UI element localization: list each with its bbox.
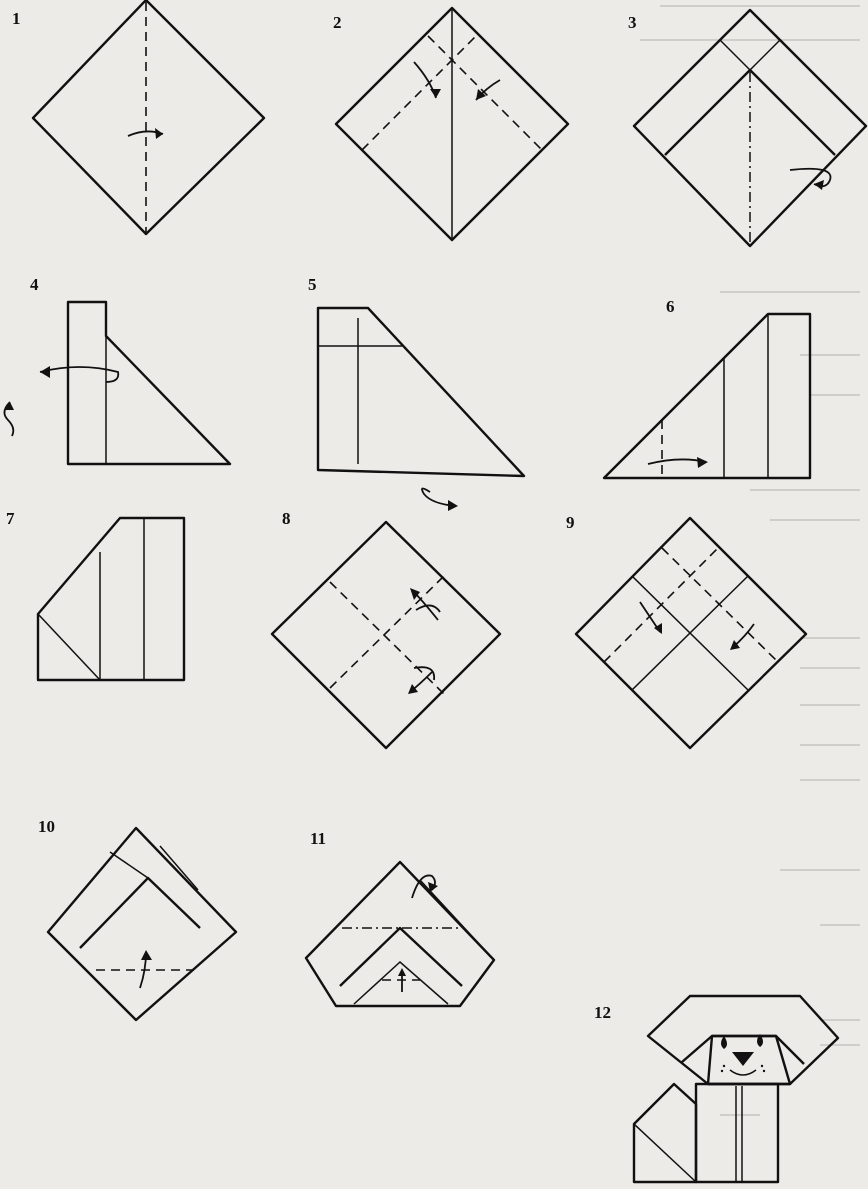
step-10-number: 10 bbox=[38, 817, 55, 836]
turn-over-arrow-icon bbox=[421, 487, 458, 511]
inner-flap-edges bbox=[339, 926, 463, 987]
step-9-number: 9 bbox=[566, 513, 575, 532]
paper-square bbox=[31, 0, 266, 236]
fold-arrow-left-icon bbox=[413, 61, 441, 99]
step-4-number: 4 bbox=[30, 275, 39, 294]
fold-arrow-icon bbox=[39, 366, 120, 383]
step-9: 9 bbox=[566, 513, 808, 750]
dog-nose-icon bbox=[732, 1052, 754, 1066]
paper-triangle-shape bbox=[66, 300, 232, 466]
flap-diagonal-right bbox=[419, 879, 495, 961]
paper-folded-square bbox=[46, 826, 238, 1022]
dog-body bbox=[694, 1082, 780, 1184]
step-4: 4 bbox=[3, 275, 232, 466]
step-8-number: 8 bbox=[282, 509, 291, 528]
fold-arrow-left-icon bbox=[639, 601, 662, 634]
fold-arrow-icon bbox=[139, 950, 152, 989]
dog-whisker-dots bbox=[720, 1064, 766, 1073]
corner-fold-line bbox=[37, 613, 101, 681]
step-6-number: 6 bbox=[666, 297, 675, 316]
turn-over-arrow-icon bbox=[789, 167, 832, 190]
valley-fold-line-right bbox=[661, 547, 779, 663]
rotate-icon bbox=[3, 401, 15, 437]
dog-tail bbox=[632, 1082, 698, 1184]
dog-mouth-icon bbox=[729, 1069, 757, 1076]
valley-fold-line-left bbox=[361, 35, 477, 151]
step-8: 8 bbox=[270, 509, 502, 750]
step-5: 5 bbox=[308, 275, 526, 511]
step-12: 12 bbox=[594, 994, 840, 1184]
dog-head bbox=[646, 994, 840, 1086]
flap-edges bbox=[79, 876, 201, 949]
paper-shape bbox=[304, 860, 496, 1008]
paper-trapezoid-shape bbox=[316, 306, 526, 478]
step-7: 7 bbox=[6, 509, 186, 682]
step-2-number: 2 bbox=[333, 13, 342, 32]
flap-line-left bbox=[109, 851, 149, 879]
step-6: 6 bbox=[602, 297, 812, 480]
valley-fold-line-right bbox=[427, 35, 543, 151]
paper-square bbox=[334, 6, 570, 242]
dog-figure bbox=[632, 994, 840, 1184]
step-3-number: 3 bbox=[628, 13, 637, 32]
paper-shape bbox=[602, 312, 812, 480]
flap-line-right bbox=[749, 39, 781, 71]
paper-shape bbox=[36, 516, 186, 682]
flap-line-right bbox=[159, 845, 199, 891]
fold-arrow-right-icon bbox=[730, 623, 755, 650]
inner-triangle bbox=[353, 960, 449, 1005]
fold-arrow-icon bbox=[647, 457, 708, 468]
fold-arrow-top-icon bbox=[410, 588, 441, 621]
dog-face bbox=[706, 1034, 792, 1086]
step-11-number: 11 bbox=[310, 829, 326, 848]
flap-line-left bbox=[719, 39, 751, 71]
valley-fold-line-1 bbox=[329, 581, 445, 695]
valley-fold-line-left bbox=[603, 547, 719, 663]
valley-fold-line-2 bbox=[329, 575, 445, 689]
step-11: 11 bbox=[304, 829, 496, 1008]
step-3: 3 bbox=[628, 8, 868, 248]
fold-arrow-icon bbox=[127, 128, 164, 139]
step-1-number: 1 bbox=[12, 9, 21, 28]
step-1: 1 bbox=[12, 0, 266, 236]
step-10: 10 bbox=[38, 817, 238, 1022]
paper-square bbox=[574, 516, 808, 750]
background-bleed-through bbox=[640, 5, 860, 1116]
step-5-number: 5 bbox=[308, 275, 317, 294]
turn-arrow-icon bbox=[411, 874, 438, 899]
dog-eyes-icon bbox=[721, 1034, 763, 1049]
crease-line-2 bbox=[631, 575, 749, 691]
dog-tail-fold bbox=[633, 1123, 697, 1183]
paper-folded-square bbox=[632, 8, 868, 248]
step-7-number: 7 bbox=[6, 509, 15, 528]
paper-square bbox=[270, 520, 502, 750]
fold-arrow-bottom-icon bbox=[408, 666, 436, 694]
step-12-number: 12 bbox=[594, 1003, 611, 1022]
step-2: 2 bbox=[333, 6, 570, 242]
fold-arrow-small-icon bbox=[398, 968, 406, 992]
fold-arrow-right-icon bbox=[475, 79, 501, 101]
